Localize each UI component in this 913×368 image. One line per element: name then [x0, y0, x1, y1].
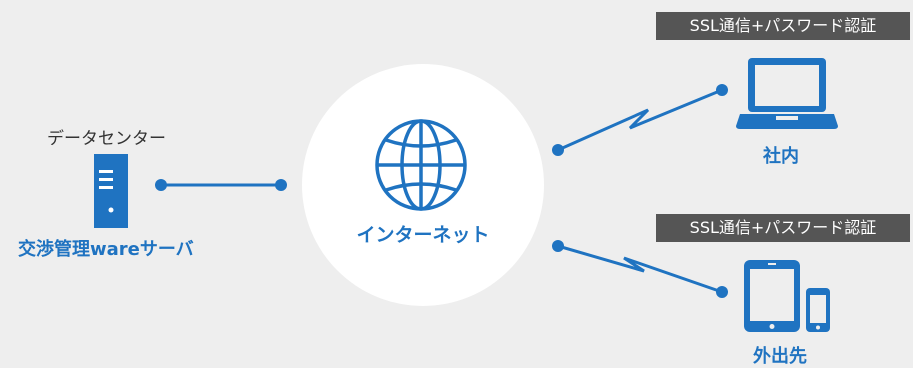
- server-icon: [94, 154, 128, 228]
- internet-outside-dot: [552, 240, 564, 252]
- internet-office-link: [557, 88, 723, 152]
- internet-office-dot: [552, 144, 564, 156]
- data-center-label: データセンター: [47, 129, 166, 149]
- internet-left-dot: [275, 179, 287, 191]
- globe-icon: [375, 119, 467, 211]
- outside-dot: [716, 286, 728, 298]
- outside-label: 外出先: [753, 346, 807, 367]
- internet-outside-link: [557, 244, 723, 294]
- office-dot: [716, 84, 728, 96]
- server-link-dot: [155, 179, 167, 191]
- server-label: 交渉管理wareサーバ: [18, 239, 194, 260]
- internet-label: インターネット: [356, 224, 490, 246]
- office-label: 社内: [763, 146, 799, 167]
- outside-security-badge: SSL通信+パスワード認証: [656, 214, 910, 242]
- tablet-phone-icon: [744, 260, 830, 332]
- office-security-badge: SSL通信+パスワード認証: [656, 12, 910, 40]
- laptop-icon: [736, 58, 838, 129]
